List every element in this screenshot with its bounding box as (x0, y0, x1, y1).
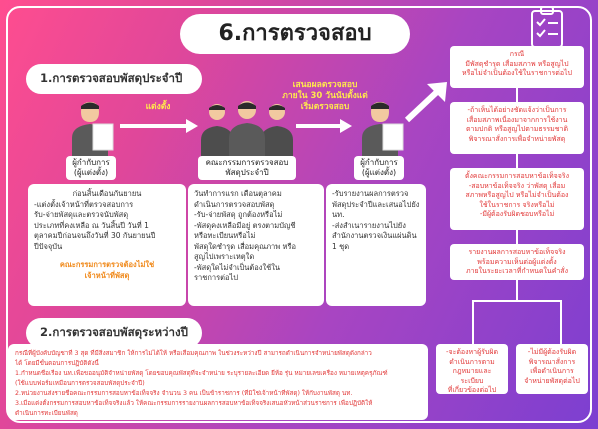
flow-line: จำหน่ายพัสดุต่อไป (524, 376, 580, 385)
card-left: ก่อนสิ้นเดือนกันยายน -แต่งตั้งเจ้าหน้าที… (28, 184, 186, 306)
page-frame (6, 6, 592, 423)
card-right-line: -รับรายงานผลการตรวจ (332, 189, 409, 198)
arrow-label-report: เสนอผลตรวจสอบ ภายใน 30 วันนับตั้งแต่ เริ… (282, 80, 368, 112)
card-right-line: สำนักงานตรวจเงินแผ่นดิน (332, 231, 417, 240)
card-middle-line: ดำเนินการตรวจสอบพัสดุ (194, 199, 275, 209)
flow-line: รายงานผลการสอบหาข้อเท็จจริง (468, 248, 566, 256)
flow-connector (472, 300, 562, 302)
card-left-line: ประเภทที่คงเหลือ ณ วันสิ้นปี วันที่ 1 (34, 220, 149, 230)
card-middle: วันทำการแรก เดือนตุลาคม ดำเนินการตรวจสอบ… (188, 184, 324, 306)
note-line: 2.หน่วยงานส่งรายชื่อคณะกรรมการสอบหาข้อเท… (15, 390, 353, 397)
flow-line: -มีผู้ต้องรับผิดชอบหรือไม่ (479, 210, 555, 218)
flow-box-not-liable: -ไม่มีผู้ต้องรับผิด พิจารณาสั่งการ เพื่อ… (516, 344, 588, 394)
card-right: -รับรายงานผลการตรวจ พัสดุประจำปีและเสนอไ… (326, 184, 426, 306)
flow-line: กรณี (509, 50, 525, 58)
note-line: 1.กำหนดชื่อเรื่อง นท.เพื่อขออนุมัติจำหน่… (15, 370, 388, 377)
card-right-line: 1 ชุด (332, 241, 350, 251)
card-middle-line: วันทำการแรก เดือนตุลาคม (194, 189, 282, 198)
flow-box-normal-wear: -ถ้าเห็นได้อย่างชัดแจ้งว่าเป็นการ เสื่อม… (450, 102, 584, 154)
officer-figure-icon-right (362, 102, 404, 156)
flow-line: เสื่อมสภาพเนื่องมาจากการใช้งาน (466, 115, 568, 124)
note-line: ได้ โดยมีขั้นตอนการปฏิบัติดังนี้ (15, 360, 99, 367)
clipboard-checklist-icon (531, 6, 563, 48)
flow-line: -ถ้าเห็นได้อย่างชัดแจ้งว่าเป็นการ (467, 106, 567, 114)
flow-line: มีพัสดุชำรุด เสื่อมสภาพ หรือสูญไป (465, 59, 569, 68)
flow-connector (516, 280, 518, 300)
role-committee: คณะกรรมการตรวจสอบ พัสดุประจำปี (198, 156, 296, 180)
committee-figure-icon (201, 101, 293, 156)
note-line: ดำเนินการทะเบียนพัสดุ (15, 410, 78, 417)
card-right-line: นท. (332, 210, 345, 219)
flow-line: กฎหมายและระเบียบ (452, 367, 492, 385)
card-left-line: รับ-จ่ายพัสดุและตรวจนับพัสดุ (34, 210, 129, 219)
flow-box-case: กรณี มีพัสดุชำรุด เสื่อมสภาพ หรือสูญไป ห… (450, 46, 584, 88)
card-middle-line: ราชการต่อไป (194, 273, 239, 282)
card-middle-line: สูญไปเพราะเหตุใด (194, 252, 255, 261)
arrow-right-icon (120, 119, 198, 133)
arrow-label-appoint: แต่งตั้ง (145, 102, 171, 112)
card-left-line: ตุลาคมปีก่อนจนถึงวันที่ 30 กันยายนปี (34, 231, 156, 240)
flow-box-report: รายงานผลการสอบหาข้อเท็จจริง พร้อมความเห็… (450, 244, 584, 280)
flow-line: ตามปกติ หรือสูญไปตามธรรมชาติ (465, 125, 569, 133)
officer-figure-icon (72, 102, 114, 156)
flow-line: -ไม่มีผู้ต้องรับผิด (527, 348, 577, 356)
flow-connector (472, 300, 474, 344)
flow-connector (516, 230, 518, 244)
card-left-line: -แต่งตั้งเจ้าหน้าที่ตรวจสอบการ (34, 199, 134, 209)
card-left-note: คณะกรรมการตรวจต้องไม่ใช่ (59, 260, 155, 269)
note-line: (ใช้แบบฟอร์มเหมือนการตรวจสอบพัสดุประจำปี… (15, 380, 145, 387)
flow-line: พร้อมความเห็นต่อผู้แต่งตั้ง (477, 257, 557, 266)
card-left-note: เจ้าหน้าที่พัสดุ (84, 270, 130, 280)
flow-box-fact-finding: ตั้งคณะกรรมการสอบหาข้อเท็จจริง -สอบหาข้อ… (450, 168, 584, 230)
card-right-line: -ส่งสำเนารายงานไปยัง (332, 220, 406, 230)
card-right-line: พัสดุประจำปีและเสนอไปยัง (332, 199, 420, 209)
flow-line: ภายในระยะเวลาที่กำหนดในคำสั่ง (465, 267, 568, 275)
card-middle-line: หรือทะเบียนหรือไม่ (194, 231, 256, 240)
flow-line: สภาพหรือสูญไป หรือไม่จำเป็นต้อง (465, 191, 569, 199)
card-left-line: ก่อนสิ้นเดือนกันยายน (72, 189, 142, 198)
section1-heading: 1.การตรวจสอบพัสดุประจำปี (26, 64, 202, 94)
note-line: 3.เมื่อแต่งตั้งกรรมการสอบหาข้อเท็จจริงแล… (15, 400, 373, 407)
flow-line: หรือไม่จำเป็นต้องใช้ในราชการต่อไป (462, 69, 572, 77)
card-middle-line: -รับ-จ่ายพัสดุ ถูกต้องหรือไม่ (194, 210, 283, 219)
flow-line: ตั้งคณะกรรมการสอบหาข้อเท็จจริง (464, 172, 570, 180)
section2-note: กรณีที่ผู้บังคับบัญชาที่ 3 สุด ที่มีสิ่ง… (8, 344, 428, 420)
card-middle-line: พัสดุใดชำรุด เสื่อมคุณภาพ หรือ (194, 241, 297, 251)
flow-connector (516, 154, 518, 168)
flow-line: ดำเนินการตาม (449, 357, 495, 366)
flow-line: พิจารณาสั่งการ (528, 357, 576, 366)
flow-line: พิจารณาสั่งการเพื่อจำหน่ายพัสดุ (468, 134, 566, 143)
arrow-right-icon-2 (296, 119, 352, 133)
role-head-left: ผู้กำกับการ (ผู้แต่งตั้ง) (66, 156, 116, 180)
card-middle-line: -พัสดุใดไม่จำเป็นต้องใช้ใน (194, 262, 280, 272)
page-title: 6.การตรวจสอบ (180, 14, 410, 54)
role-head-right: ผู้กำกับการ (ผู้แต่งตั้ง) (354, 156, 404, 180)
flow-line: -สอบหาข้อเท็จจริง ว่าพัสดุ เสื่อม (468, 181, 566, 190)
note-line: กรณีที่ผู้บังคับบัญชาที่ 3 สุด ที่มีสิ่ง… (15, 350, 372, 357)
card-middle-line: -พัสดุคงเหลือมีอยู่ ตรงตามบัญชี (194, 220, 296, 230)
flow-line: ที่เกี่ยวข้องต่อไป (447, 386, 497, 394)
section2-heading: 2.การตรวจสอบพัสดุระหว่างปี (26, 318, 202, 348)
card-left-line: ปีปัจจุบัน (34, 241, 63, 251)
flow-connector (516, 88, 518, 102)
flow-connector (560, 300, 562, 344)
flow-box-liable: -จะต้องหาผู้รับผิด ดำเนินการตาม กฎหมายแล… (436, 344, 508, 394)
arrow-up-right-icon (404, 82, 447, 123)
flow-line: -จะต้องหาผู้รับผิด (445, 348, 499, 356)
flow-line: เพื่อดำเนินการ (530, 367, 574, 375)
flow-line: ใช้ในราชการ จริงหรือไม่ (479, 200, 555, 209)
